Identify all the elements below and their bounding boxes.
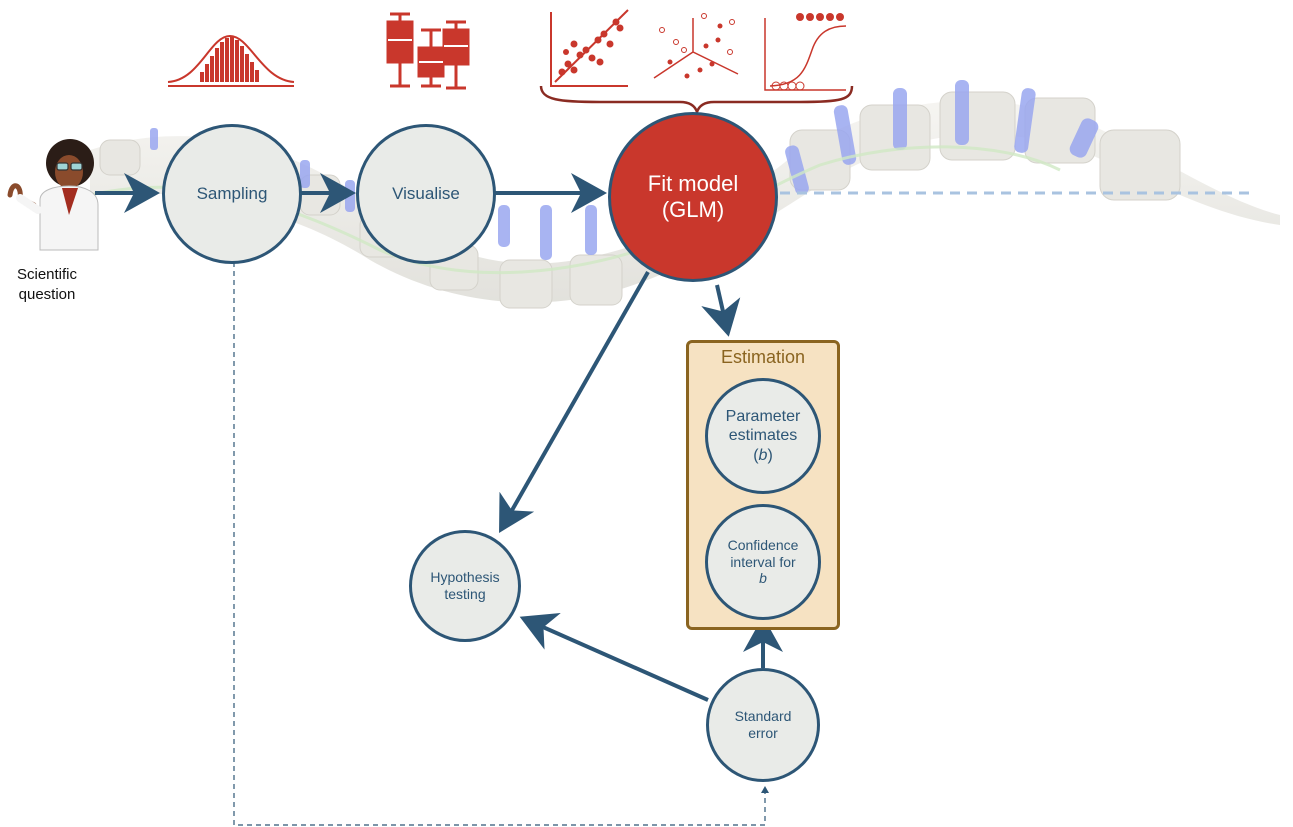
arrow-se-to-hypothesis [519, 613, 709, 702]
confidence-interval-line2: interval for [730, 553, 796, 570]
hypothesis-line1: Hypothesis [430, 569, 500, 586]
scientific-question-line2: question [18, 285, 76, 303]
scientific-question-line1: Scientific [16, 266, 78, 283]
arrow-fit-to-estimation [701, 284, 741, 337]
ci-b-symbol: b [759, 570, 767, 587]
visualise-label: Visualise [392, 183, 460, 203]
visualise-node[interactable]: Visualise [356, 124, 496, 264]
estimation-title: Estimation [720, 347, 806, 367]
normal-distribution-icon [167, 34, 295, 87]
scientific-question-label: Scientific question [4, 265, 90, 304]
dashed-sampling-to-se [233, 262, 769, 826]
fit-model-label: Fit model [647, 170, 739, 196]
standard-error-node[interactable]: Standard error [706, 668, 820, 782]
paren-close: ) [767, 446, 773, 464]
standard-error-line1: Standard [734, 708, 792, 725]
sampling-node[interactable]: Sampling [162, 124, 302, 264]
hypothesis-line2: testing [444, 586, 486, 602]
fit-model-node[interactable]: Fit model (GLM) [608, 112, 778, 282]
paren-open: ( [753, 446, 759, 464]
parameter-estimates-line2: estimates [728, 427, 798, 445]
sampling-label: Sampling [196, 183, 268, 203]
parameter-estimates-symbol-line: (b) [726, 446, 801, 465]
scatter-categorical-icon [653, 13, 739, 79]
hypothesis-testing-node[interactable]: Hypothesis testing [409, 530, 521, 642]
confidence-interval-line1: Confidence [727, 536, 799, 553]
scatter-linear-icon [550, 9, 629, 87]
flow-arrows [95, 173, 783, 702]
confidence-interval-node[interactable]: Confidence interval for b [705, 504, 821, 620]
arrow-fit-to-hypothesis [499, 271, 650, 533]
boxplot-icon [386, 12, 470, 90]
fit-model-sublabel: (GLM) [661, 197, 725, 222]
scientist-icon [7, 139, 99, 251]
b-symbol: b [758, 446, 768, 464]
standard-error-line2: error [748, 725, 778, 741]
parameter-estimates-line1: Parameter [725, 408, 801, 426]
parameter-estimates-node[interactable]: Parameter estimates (b) [705, 378, 821, 494]
logistic-curve-icon [764, 13, 847, 91]
